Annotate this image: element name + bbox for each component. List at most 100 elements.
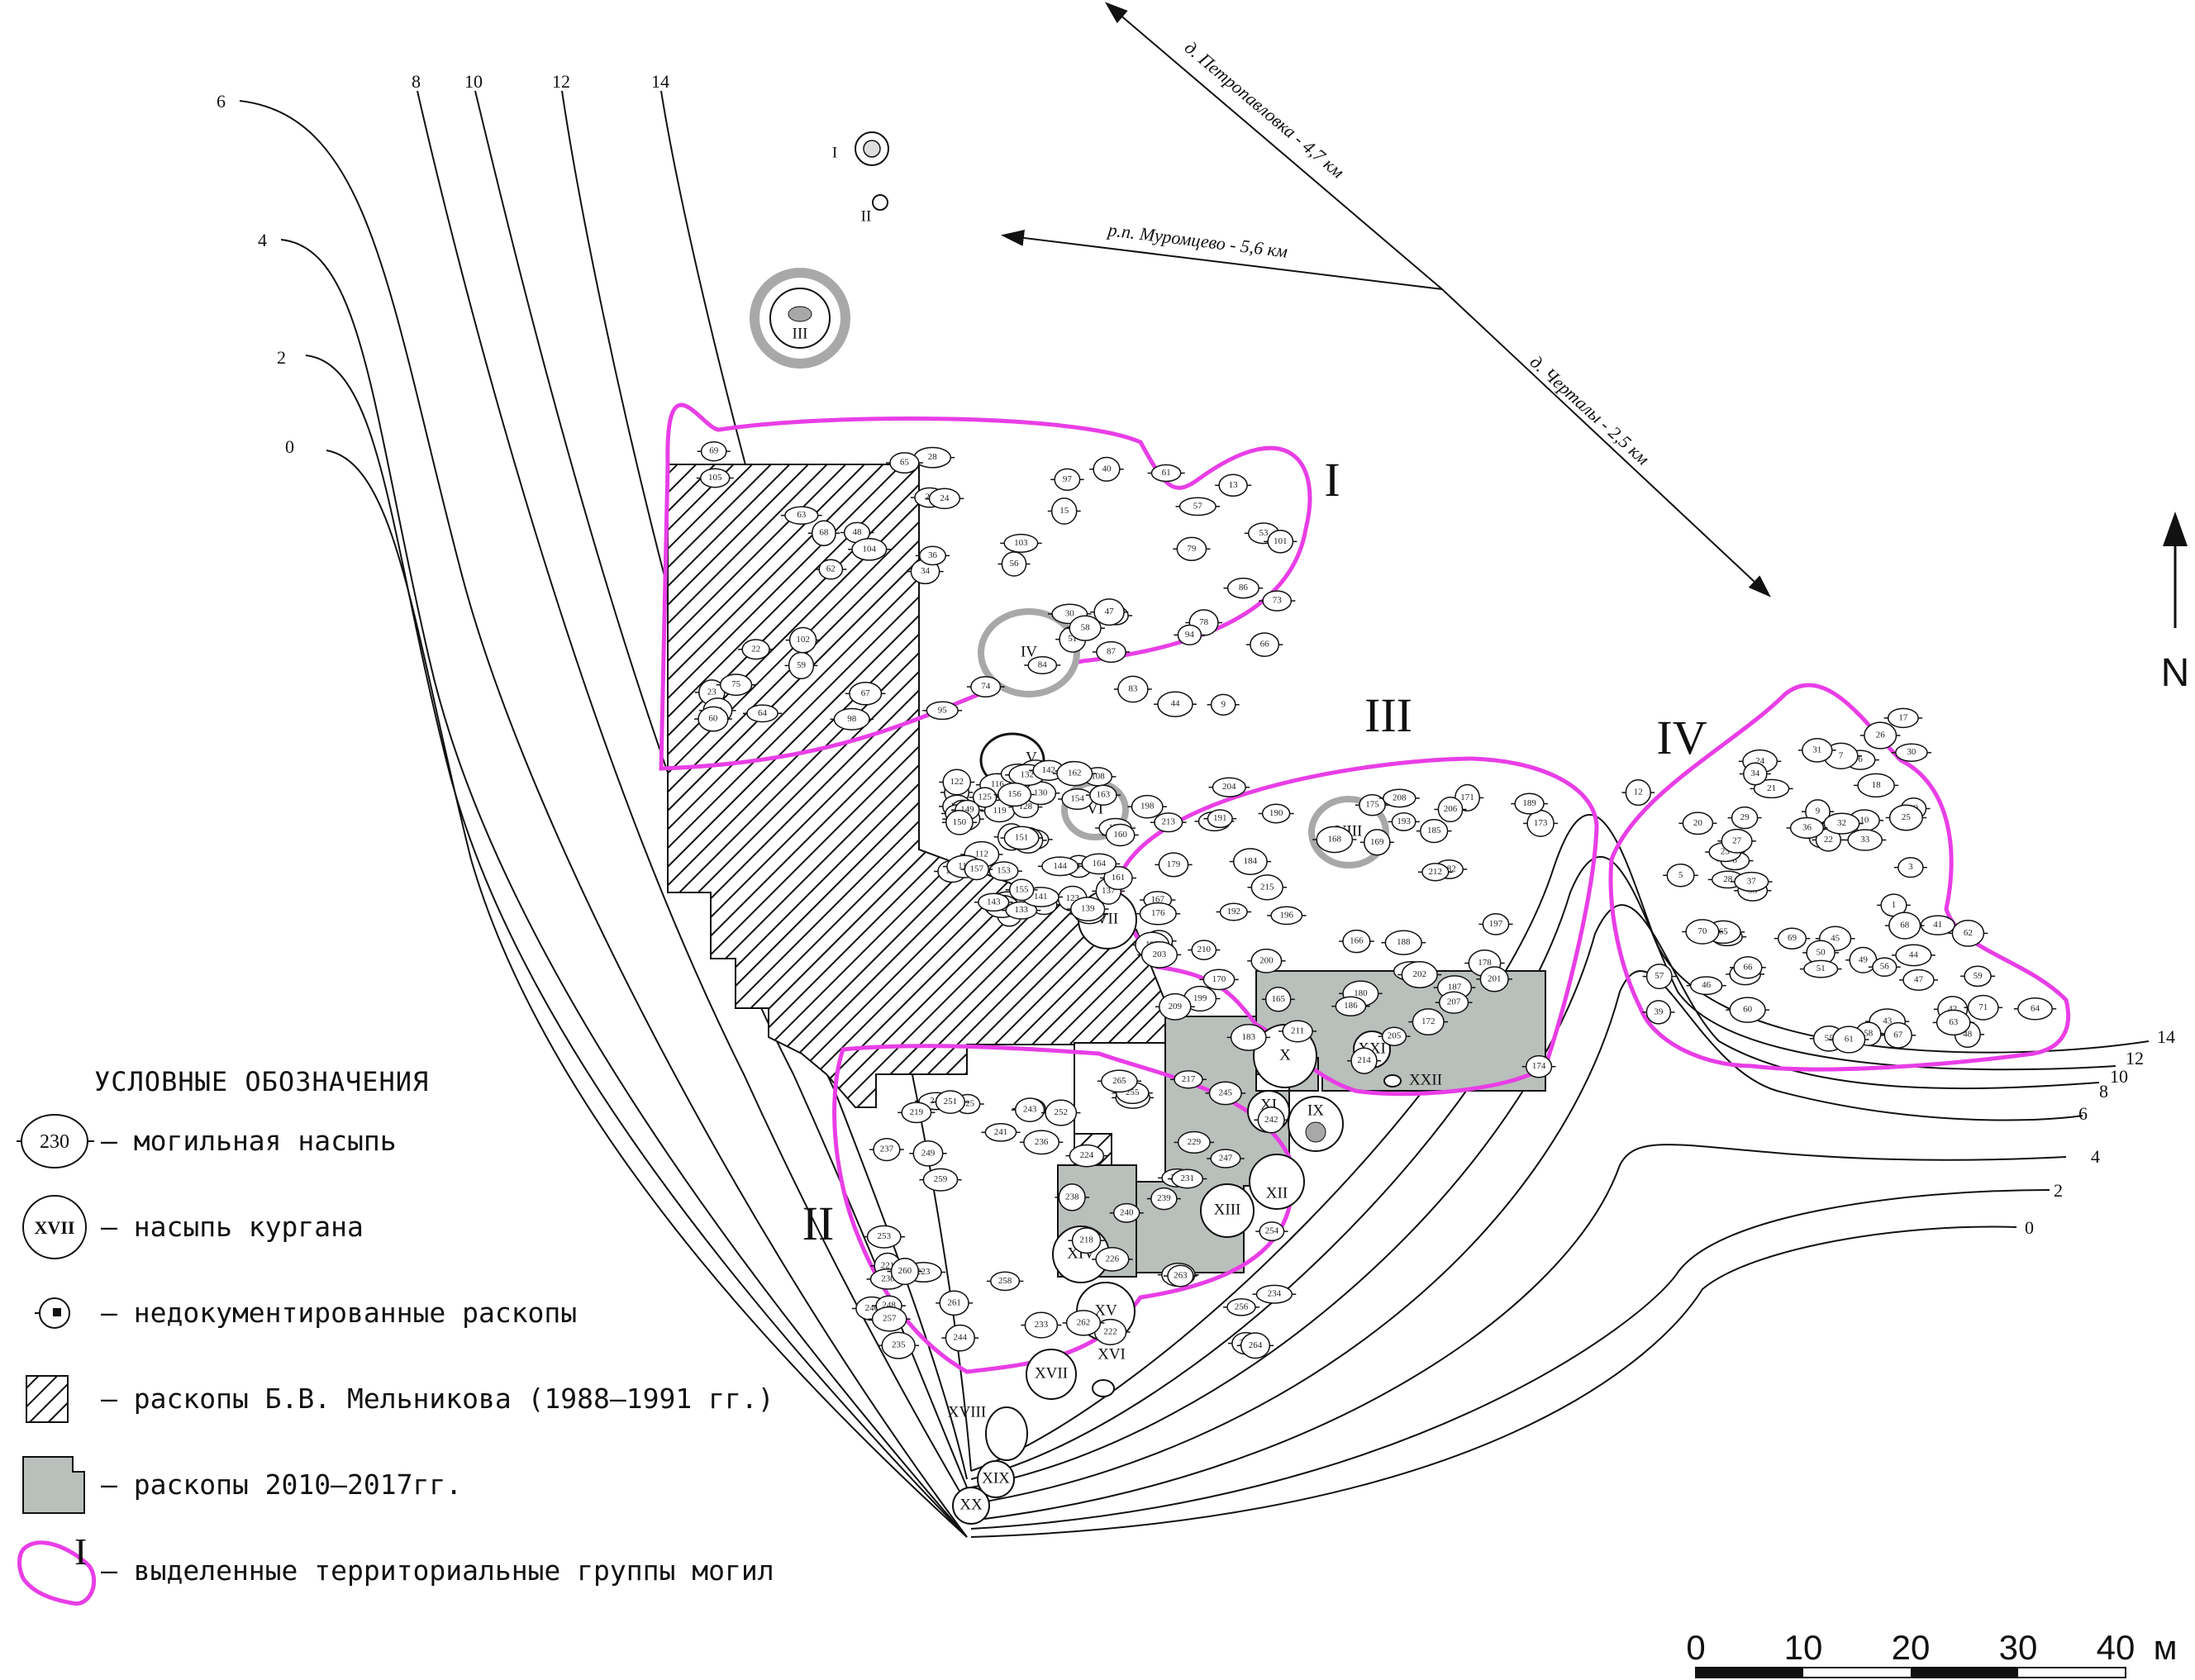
grave-mound-shape-162 bbox=[1056, 760, 1093, 787]
grave-mound-shape-224 bbox=[1069, 1144, 1105, 1168]
grave-mound-63: 63 bbox=[780, 506, 822, 525]
grave-mound-iv-label-24: 24 bbox=[1755, 756, 1765, 766]
grave-mound-214: 214 bbox=[1347, 1047, 1381, 1074]
kurgan-ix: IX bbox=[1288, 1096, 1344, 1152]
grave-mound-iv-label-41: 41 bbox=[1933, 920, 1942, 930]
grave-mound-shape-233 bbox=[1024, 1311, 1059, 1339]
legend-text-melnikov: – раскопы Б.В. Мельникова (1988–1991 гг.… bbox=[101, 1382, 774, 1415]
grave-mound-203: 203 bbox=[1137, 941, 1182, 968]
grave-mound-iv-shape-68 bbox=[1888, 911, 1921, 940]
grave-mound-label-87: 87 bbox=[1107, 647, 1117, 657]
grave-mound-shape-240 bbox=[1112, 1202, 1140, 1223]
grave-mound-iv-37: 37 bbox=[1730, 871, 1773, 892]
grave-mound-label-199: 199 bbox=[1193, 993, 1207, 1003]
grave-mound-label-112: 112 bbox=[975, 850, 988, 859]
grave-mound-label-249: 249 bbox=[921, 1148, 936, 1158]
grave-mound-iv-shape-32 bbox=[1823, 812, 1860, 835]
grave-mound-iv-shape-64 bbox=[2017, 997, 2053, 1021]
grave-mound-shape-204 bbox=[1212, 777, 1246, 797]
grave-mound-44: 44 bbox=[1154, 691, 1197, 717]
grave-mound-shape-188 bbox=[1384, 930, 1422, 955]
group-label-ii: II bbox=[802, 1197, 835, 1250]
grave-mound-83: 83 bbox=[1113, 675, 1152, 703]
group-outline-ii bbox=[832, 1044, 1294, 1374]
grave-mound-shape-47 bbox=[1093, 598, 1125, 626]
grave-mound-label-254: 254 bbox=[1265, 1226, 1279, 1236]
kurgan-xii: XII bbox=[1249, 1154, 1305, 1210]
grave-mound-iv-label-25: 25 bbox=[1902, 812, 1912, 822]
kurgan-xix: XIX bbox=[977, 1460, 1015, 1498]
grave-mound-iv-label-49: 49 bbox=[1859, 954, 1869, 964]
grave-mound-iv-label-23: 23 bbox=[1721, 847, 1731, 857]
grave-mound-label-74: 74 bbox=[981, 682, 991, 692]
grave-mound-label-130: 130 bbox=[1034, 788, 1048, 797]
legend-row-groups: I – выделенные территориальные группы мо… bbox=[15, 1527, 825, 1613]
grave-mound-label-154: 154 bbox=[1070, 794, 1084, 804]
legend-grave-mound-icon: 230 bbox=[17, 1114, 94, 1168]
grave-mound-iv-label-9: 9 bbox=[1816, 807, 1821, 816]
legend: УСЛОВНЫЕ ОБОЗНАЧЕНИЯ 230 – могильная нас… bbox=[15, 1066, 825, 1613]
grave-mound-103: 103 bbox=[1000, 533, 1042, 553]
grave-mound-shape-57 bbox=[1178, 497, 1217, 516]
grave-mound-shape-169 bbox=[1364, 829, 1391, 856]
grave-mound-shape-262 bbox=[1065, 1310, 1102, 1336]
grave-mound-iv-68: 68 bbox=[1884, 911, 1925, 940]
grave-mound-iv-44: 44 bbox=[1892, 944, 1936, 967]
grave-mound-157: 157 bbox=[960, 858, 993, 881]
grave-mound-184: 184 bbox=[1229, 848, 1272, 875]
grave-mound-label-94: 94 bbox=[1185, 630, 1195, 640]
grave-mound-234: 234 bbox=[1252, 1284, 1297, 1304]
legend-sample-group-label: I bbox=[74, 1533, 87, 1573]
grave-mound-shape-185 bbox=[1420, 818, 1449, 844]
grave-mound-245: 245 bbox=[1205, 1081, 1246, 1106]
grave-mound-198: 198 bbox=[1127, 794, 1167, 819]
grave-mound-shape-94 bbox=[1177, 624, 1202, 646]
grave-mound-iv-label-60: 60 bbox=[1743, 1005, 1753, 1015]
kurgan-label-i: I bbox=[832, 144, 837, 161]
contour-line-0 bbox=[326, 450, 968, 1538]
grave-mound-shape-62 bbox=[818, 559, 844, 580]
grave-mound-shape-175 bbox=[1359, 793, 1386, 816]
grave-mound-186: 186 bbox=[1331, 996, 1370, 1016]
grave-mound-shape-210 bbox=[1191, 940, 1217, 960]
grave-mound-shape-40 bbox=[1093, 456, 1121, 482]
grave-mound-22: 22 bbox=[738, 639, 774, 660]
grave-mound-shape-218 bbox=[1071, 1227, 1102, 1254]
grave-mound-shape-24 bbox=[928, 488, 961, 510]
grave-mound-139: 139 bbox=[1066, 897, 1109, 922]
grave-mound-label-36: 36 bbox=[928, 550, 938, 560]
grave-mound-iv-label-30: 30 bbox=[1907, 747, 1916, 757]
grave-mound-188: 188 bbox=[1381, 930, 1426, 955]
grave-mound-label-221: 221 bbox=[881, 1260, 895, 1270]
grave-mound-shape-263 bbox=[1167, 1264, 1194, 1287]
grave-mound-shape-236 bbox=[1023, 1130, 1060, 1155]
grave-mound-265: 265 bbox=[1097, 1069, 1142, 1093]
grave-mound-shape-13 bbox=[1218, 474, 1248, 497]
grave-mound-192: 192 bbox=[1216, 902, 1252, 921]
grave-mound-label-86: 86 bbox=[1239, 583, 1249, 593]
grave-mound-label-44: 44 bbox=[1171, 699, 1181, 709]
grave-mound-label-67: 67 bbox=[861, 688, 871, 698]
grave-mound-191: 191 bbox=[1203, 809, 1237, 829]
grave-mound-label-174: 174 bbox=[1532, 1061, 1546, 1071]
grave-mound-iv-label-28: 28 bbox=[1723, 874, 1733, 884]
grave-mound-242: 242 bbox=[1254, 1107, 1288, 1134]
grave-mound-label-84: 84 bbox=[1038, 660, 1048, 670]
grave-mound-236: 236 bbox=[1019, 1130, 1064, 1155]
contour-line-east-6 bbox=[970, 970, 2083, 1505]
grave-mound-222: 222 bbox=[1090, 1318, 1131, 1345]
contour-label-12-right: 12 bbox=[2126, 1048, 2144, 1068]
grave-mound-label-22: 22 bbox=[751, 644, 760, 654]
grave-mound-shape-95 bbox=[926, 701, 959, 721]
grave-mound-shape-206 bbox=[1437, 796, 1464, 823]
kurgan-xx: XX bbox=[952, 1487, 990, 1525]
grave-mound-168: 168 bbox=[1312, 826, 1357, 854]
contour-label-8-right: 8 bbox=[2099, 1081, 2108, 1102]
grave-mound-label-168: 168 bbox=[1328, 835, 1342, 845]
legend-row-kurgan: XVII – насыпь кургана bbox=[15, 1183, 825, 1269]
grave-mound-shape-237 bbox=[873, 1137, 901, 1162]
grave-mound-label-186: 186 bbox=[1344, 1001, 1358, 1011]
kurgan-label-xiii: XIII bbox=[1214, 1201, 1241, 1218]
legend-excavation-2010-icon bbox=[22, 1456, 85, 1514]
grave-mound-175: 175 bbox=[1355, 793, 1390, 816]
